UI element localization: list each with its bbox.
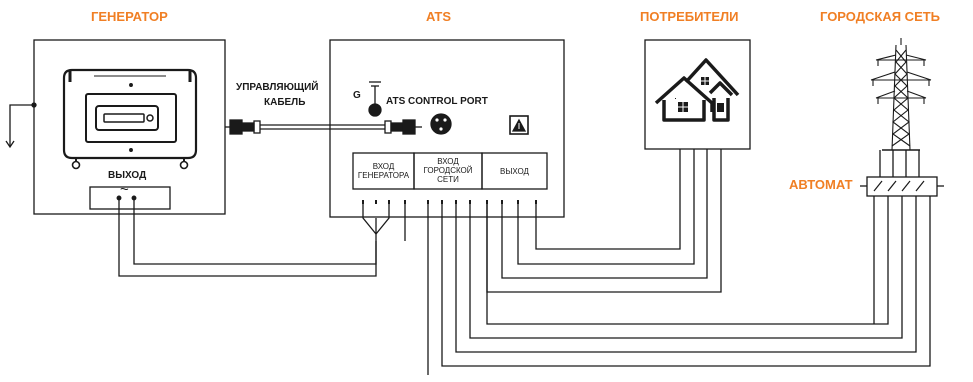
title-breaker: АВТОМАТ [789,177,853,192]
houses-icon [654,58,740,122]
title-ats: ATS [426,9,452,24]
title-generator: ГЕНЕРАТОР [91,9,168,24]
title-grid: ГОРОДСКАЯ СЕТЬ [820,9,941,24]
title-consumers: ПОТРЕБИТЕЛИ [640,9,739,24]
generator-wires [118,198,406,277]
gen-input-line-2: ГЕНЕРАТОРА [357,171,410,180]
generator-illustration [62,68,198,170]
terminal-output [481,152,548,190]
ac-symbol: ~ [120,181,129,198]
gen-input-label: ВХОД ГЕНЕРАТОРА [353,162,414,180]
grid-input-line-2: ГОРОДСКОЙ [423,166,473,175]
ground-label: G [353,90,361,101]
grid-input-line-1: ВХОД [437,157,459,166]
control-cable [225,119,422,135]
control-port-label: ATS CONTROL PORT [386,96,488,107]
control-cable-label-2: КАБЕЛЬ [264,97,306,108]
gen-input-line-1: ВХОД [372,162,395,171]
generator-output-label: ВЫХОД [108,170,147,181]
breaker-switches [873,180,925,192]
generator-output-socket [89,186,171,210]
output-label: ВЫХОД [500,167,529,176]
ground-icon [368,81,382,117]
consumers-box [644,39,751,150]
ats-box [329,39,565,218]
grid-input-line-3: СЕТИ [437,175,459,184]
generator-ground [5,102,37,149]
power-tower-icon [870,38,932,151]
terminal-points [362,200,537,204]
grid-wires [427,150,931,375]
control-port-socket [430,113,452,135]
warning-icon [509,115,529,135]
output-wires [486,149,722,293]
control-cable-label-1: УПРАВЛЯЮЩИЙ [236,82,319,93]
grid-input-label: ВХОД ГОРОДСКОЙ СЕТИ [414,157,482,184]
